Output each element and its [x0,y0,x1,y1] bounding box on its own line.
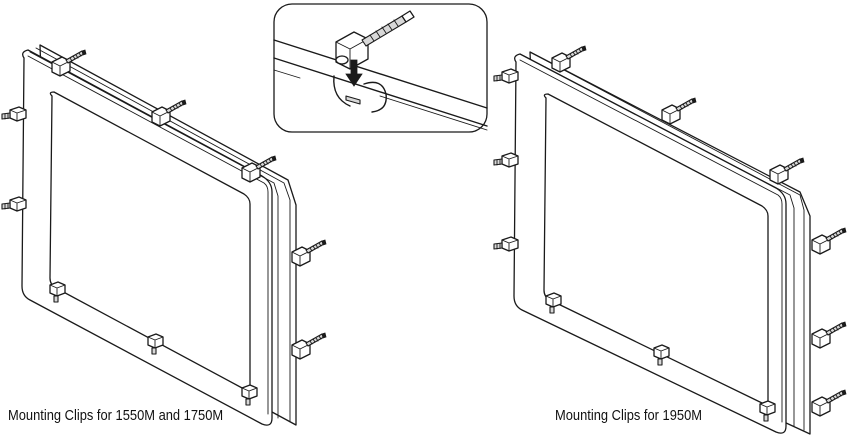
panel-1950m [493,45,847,435]
mounting-clip [811,321,847,349]
mounting-clip [769,157,805,185]
arrow-down-icon [345,59,363,87]
mounting-clip [493,68,519,84]
mounting-clip [493,236,519,252]
panel-1550m-1750m [1,44,327,426]
clip-insertion-detail [273,3,488,133]
mounting-clip [811,389,847,417]
caption-1950m: Mounting Clips for 1950M [555,407,702,424]
mounting-clip [493,152,519,168]
mounting-clip [291,332,327,360]
mounting-slot [345,95,361,105]
mounting-clip [661,97,697,125]
mounting-clip [1,196,27,212]
mounting-clip [291,239,327,267]
caption-1550m-1750m: Mounting Clips for 1550M and 1750M [8,407,224,424]
mounting-clip [811,227,847,255]
detail-frame [273,3,488,133]
mounting-clip [551,45,587,73]
mounting-clip [1,106,27,122]
